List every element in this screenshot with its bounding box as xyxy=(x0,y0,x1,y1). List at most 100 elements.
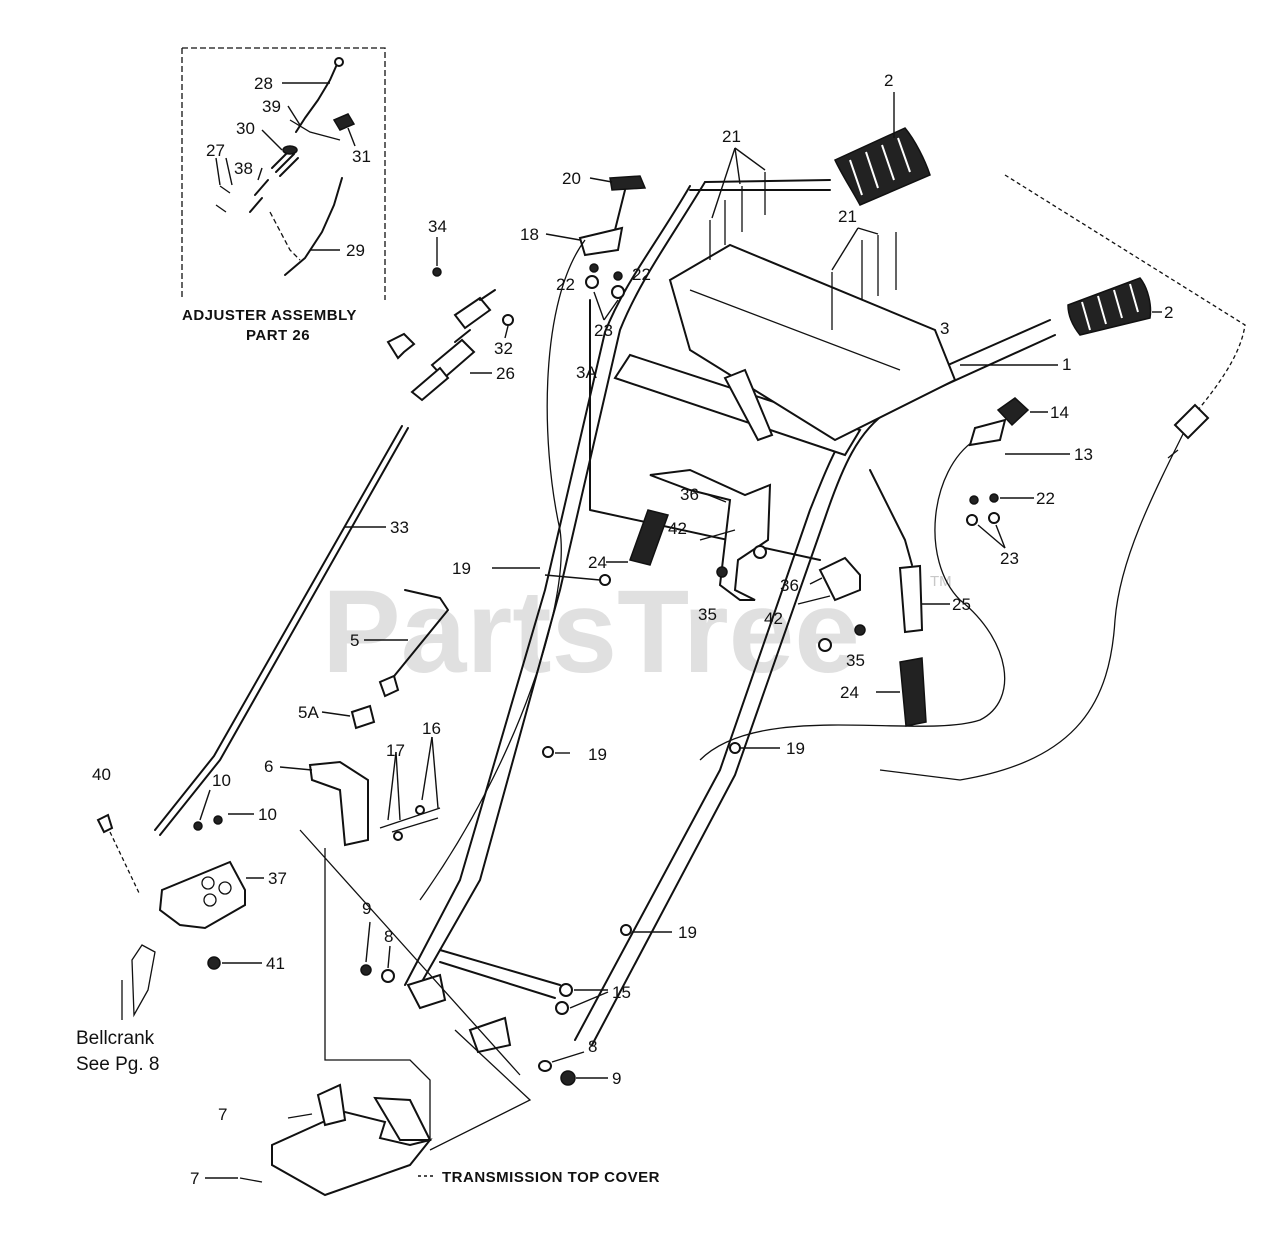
nut-part-41 xyxy=(207,956,221,970)
callout-22-left: 22 xyxy=(556,275,575,294)
callout-26: 26 xyxy=(496,364,515,383)
cable-right xyxy=(879,419,1191,781)
nut-part-10 xyxy=(193,821,203,831)
callout-5: 5 xyxy=(350,631,359,650)
washer-part-39 xyxy=(282,145,298,155)
callout-7-upper: 7 xyxy=(218,1105,227,1124)
adjuster-assembly-inset: 28 39 30 31 27 38 29 ADJUSTER ASSEMBLY P… xyxy=(181,47,416,360)
nut-part-9-right xyxy=(560,1070,576,1086)
panel-part-3 xyxy=(668,243,957,442)
callout-25: 25 xyxy=(952,595,971,614)
callout-16: 16 xyxy=(422,719,441,738)
clip-part-5a xyxy=(350,704,376,730)
bellcrank-page-ref: See Pg. 8 xyxy=(76,1054,159,1075)
callout-19-a: 19 xyxy=(452,559,471,578)
grip-part-2-lower xyxy=(1067,277,1152,336)
cable xyxy=(419,239,586,901)
callout-31: 31 xyxy=(352,147,371,166)
callout-22-mid: 22 xyxy=(632,265,651,284)
callout-33: 33 xyxy=(390,518,409,537)
callout-21-mid: 21 xyxy=(838,207,857,226)
callout-10-right: 10 xyxy=(258,805,277,824)
pad-part-24-right xyxy=(899,657,927,727)
bracket-part-3a xyxy=(723,368,774,442)
callout-42-right: 42 xyxy=(764,609,783,628)
callout-2-right: 2 xyxy=(1164,303,1173,322)
pad-part-25 xyxy=(869,469,924,634)
callout-35-left: 35 xyxy=(698,605,717,624)
watermark-tm: TM xyxy=(930,573,952,590)
callout-13: 13 xyxy=(1074,445,1093,464)
callout-40: 40 xyxy=(92,765,111,784)
callout-41: 41 xyxy=(266,954,285,973)
callout-20: 20 xyxy=(562,169,581,188)
callout-8-right: 8 xyxy=(588,1037,597,1056)
callout-29: 29 xyxy=(346,241,365,260)
inset-border xyxy=(182,47,386,300)
callout-30: 30 xyxy=(236,119,255,138)
plate-part-37 xyxy=(158,860,246,930)
transmission-top-cover xyxy=(239,829,532,1197)
callout-19-b: 19 xyxy=(588,745,607,764)
screws-part-19 xyxy=(492,567,780,936)
callout-18: 18 xyxy=(520,225,539,244)
handle-frame-part-1 xyxy=(404,179,1056,1054)
callout-3: 3 xyxy=(940,319,949,338)
washer-part-15 xyxy=(559,983,573,997)
callout-1: 1 xyxy=(1062,355,1071,374)
callout-27: 27 xyxy=(206,141,225,160)
callout-21-top: 21 xyxy=(722,127,741,146)
inset-title: ADJUSTER ASSEMBLY xyxy=(182,307,357,324)
callout-23-right: 23 xyxy=(1000,549,1019,568)
washer-part-8-left xyxy=(381,969,395,983)
callout-17: 17 xyxy=(386,741,405,760)
callout-5a: 5A xyxy=(298,703,319,722)
callout-37: 37 xyxy=(268,869,287,888)
transmission-cover-label: TRANSMISSION TOP COVER xyxy=(442,1169,660,1186)
callout-35-right: 35 xyxy=(846,651,865,670)
callout-2-top: 2 xyxy=(884,71,893,90)
callout-28: 28 xyxy=(254,74,273,93)
bracket-part-6 xyxy=(308,760,369,847)
callout-9-right: 9 xyxy=(612,1069,621,1088)
callout-15: 15 xyxy=(612,983,631,1002)
lever-part-13 xyxy=(968,418,1007,447)
callout-36-left: 36 xyxy=(680,485,699,504)
washer-part-8-right xyxy=(538,1060,552,1072)
bellcrank-hint xyxy=(131,944,156,1018)
adjuster-part-26 xyxy=(410,289,496,402)
nut-part-9-left xyxy=(360,964,372,976)
pad-part-24-left xyxy=(629,509,669,566)
grip-part-2-upper xyxy=(834,127,931,206)
knob-part-14 xyxy=(996,397,1030,427)
callout-42-left: 42 xyxy=(668,519,687,538)
callout-3a: 3A xyxy=(576,363,597,382)
callout-38: 38 xyxy=(234,159,253,178)
clip-part-27 xyxy=(215,185,231,213)
callout-32: 32 xyxy=(494,339,513,358)
pin-part-38 xyxy=(249,179,269,213)
inset-arrow-icon xyxy=(386,332,416,360)
knob-part-20 xyxy=(609,175,647,191)
adjuster-rod-part-28 xyxy=(295,61,339,133)
callout-23-left: 23 xyxy=(594,321,613,340)
bellcrank-label: Bellcrank xyxy=(76,1028,155,1049)
adjuster-rod-part-29 xyxy=(284,177,343,276)
cable-loop xyxy=(699,439,1006,761)
bolts-part-21 xyxy=(709,172,897,330)
nut-part-32 xyxy=(502,314,514,326)
bolt-part-40 xyxy=(96,813,114,834)
callout-10-top: 10 xyxy=(212,771,231,790)
callout-8-left: 8 xyxy=(384,927,393,946)
callout-36-right: 36 xyxy=(780,576,799,595)
callout-19-d: 19 xyxy=(678,923,697,942)
callout-22-right: 22 xyxy=(1036,489,1055,508)
rod-part-33 xyxy=(159,427,409,836)
adjuster-clip-part-31 xyxy=(332,113,356,131)
callout-14: 14 xyxy=(1050,403,1069,422)
callout-39: 39 xyxy=(262,97,281,116)
bracket-part-36-right xyxy=(818,556,861,602)
bolt-part-34 xyxy=(432,267,442,277)
callout-24-right: 24 xyxy=(840,683,859,702)
